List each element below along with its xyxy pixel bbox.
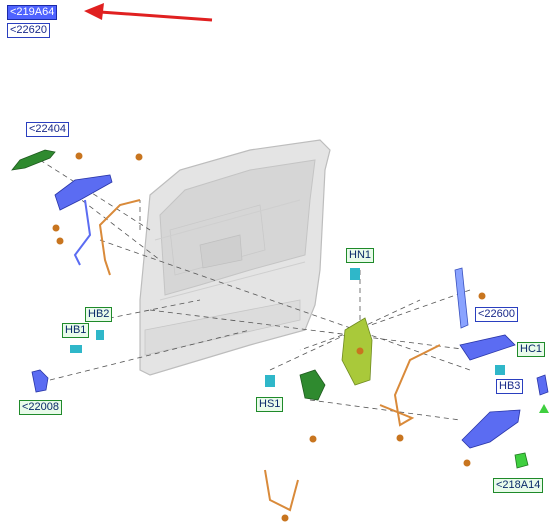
handle-cover-part <box>461 409 521 449</box>
callout-22600[interactable]: <22600 <box>475 307 519 322</box>
callout-22008[interactable]: <22008 <box>19 400 63 415</box>
outer-handle-part <box>11 149 56 171</box>
callout-hs1[interactable]: HS1 <box>256 397 284 412</box>
latch-part <box>299 369 326 401</box>
clip-hn1 <box>350 268 360 280</box>
callout-hc1[interactable]: HC1 <box>517 342 546 357</box>
door-panel <box>139 139 331 376</box>
callout-hb1[interactable]: HB1 <box>62 323 90 338</box>
lock-cylinder-part <box>31 369 49 393</box>
clip-hb3 <box>495 365 505 375</box>
clip-hb1 <box>70 345 82 353</box>
switch-part <box>536 374 549 396</box>
legend-item-1: = <219A64 <box>7 4 58 20</box>
clip-hb2 <box>96 330 104 340</box>
handle-bracket-part <box>54 174 113 211</box>
wire-harness-part <box>264 344 441 512</box>
callout-22404[interactable]: <22404 <box>26 122 70 137</box>
rod-part <box>73 199 92 266</box>
callout-hn1[interactable]: HN1 <box>346 248 375 263</box>
location-markers <box>52 152 486 522</box>
legend-label-1[interactable]: <219A64 <box>7 4 58 20</box>
green-triangle-marker <box>539 404 549 413</box>
inner-handle-part <box>459 334 516 361</box>
small-green-part <box>514 452 529 469</box>
clip-hs1 <box>265 375 275 387</box>
cable-part-top <box>98 199 141 276</box>
red-arrow <box>84 3 213 22</box>
callout-218a14[interactable]: <218A14 <box>493 478 544 493</box>
legend-item-2: = <22620 <box>7 22 51 38</box>
legend-label-2[interactable]: <22620 <box>7 22 51 38</box>
callout-hb3[interactable]: HB3 <box>496 379 524 394</box>
callout-hb2[interactable]: HB2 <box>85 307 113 322</box>
strip-part <box>454 267 469 329</box>
